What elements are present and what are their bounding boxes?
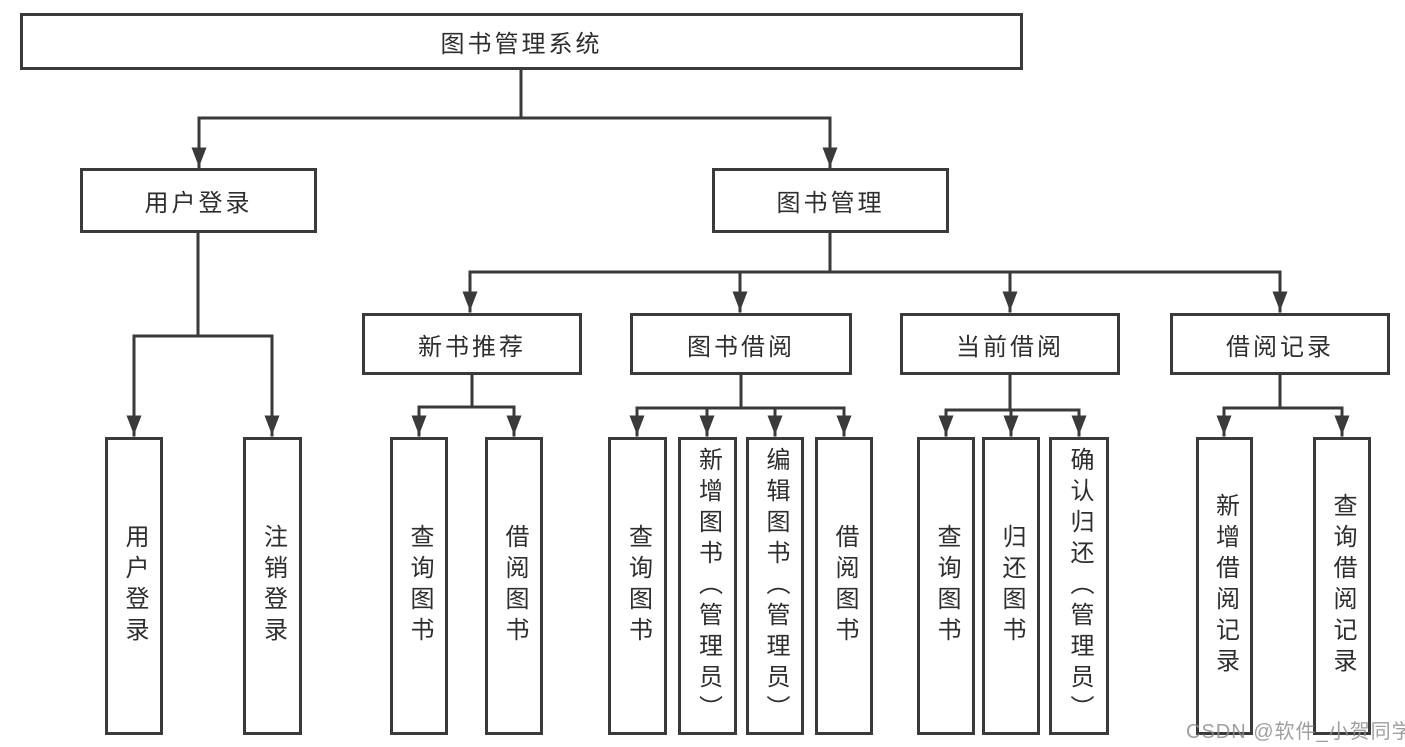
branch-current-borrowing bbox=[938, 373, 1087, 437]
node-current-borrowing: 当前借阅 bbox=[900, 313, 1120, 375]
node-label: 用户登录 bbox=[121, 524, 148, 648]
branch-user-login bbox=[126, 231, 280, 437]
node-label: 确认归还（管理员） bbox=[1066, 446, 1093, 726]
node-label: 注销登录 bbox=[259, 524, 287, 648]
node-label: 新增图书（管理员） bbox=[694, 446, 722, 726]
csdn-watermark: CSDN @软件_小贺同学 bbox=[1186, 721, 1405, 743]
leaf-borrow-books-recommend: 借阅图书 bbox=[485, 437, 543, 735]
node-label: 当前借阅 bbox=[956, 333, 1064, 361]
node-label: 借阅图书 bbox=[831, 524, 858, 648]
node-label: 图书借阅 bbox=[687, 333, 795, 361]
node-user-login: 用户登录 bbox=[80, 168, 317, 233]
leaf-borrow-books: 借阅图书 bbox=[815, 437, 873, 735]
branch-book-management bbox=[462, 231, 1288, 313]
leaf-query-books-current: 查询图书 bbox=[917, 437, 975, 735]
leaf-confirm-return-admin: 确认归还（管理员） bbox=[1049, 437, 1109, 735]
leaf-logout: 注销登录 bbox=[243, 437, 302, 735]
node-label: 用户登录 bbox=[144, 190, 253, 217]
node-label: 借阅图书 bbox=[501, 524, 528, 648]
node-label: 图书管理系统 bbox=[440, 31, 603, 58]
branch-root bbox=[191, 68, 838, 169]
node-label: 查询图书 bbox=[624, 524, 652, 648]
leaf-query-borrow-record: 查询借阅记录 bbox=[1313, 437, 1371, 735]
node-book-management: 图书管理 bbox=[712, 168, 949, 233]
branch-new-books bbox=[411, 373, 522, 437]
leaf-edit-book-admin: 编辑图书（管理员） bbox=[746, 437, 804, 735]
node-library-system: 图书管理系统 bbox=[20, 13, 1023, 70]
leaf-add-borrow-record: 新增借阅记录 bbox=[1196, 437, 1253, 735]
branch-borrowing-records bbox=[1216, 373, 1350, 437]
leaf-query-books-borrowing: 查询图书 bbox=[608, 437, 667, 735]
node-label: 查询图书 bbox=[933, 524, 960, 648]
node-label: 归还图书 bbox=[998, 524, 1025, 648]
node-borrowing-records: 借阅记录 bbox=[1170, 313, 1390, 375]
node-new-book-recommend: 新书推荐 bbox=[362, 313, 582, 375]
leaf-return-books: 归还图书 bbox=[982, 437, 1040, 735]
leaf-user-login: 用户登录 bbox=[105, 437, 163, 735]
leaf-query-books-recommend: 查询图书 bbox=[390, 437, 448, 735]
leaf-add-book-admin: 新增图书（管理员） bbox=[678, 437, 737, 735]
node-label: 编辑图书（管理员） bbox=[762, 446, 789, 726]
node-label: 查询借阅记录 bbox=[1329, 493, 1356, 679]
branch-book-borrowing bbox=[629, 373, 852, 437]
node-label: 图书管理 bbox=[776, 190, 885, 217]
node-label: 新书推荐 bbox=[418, 333, 526, 361]
node-label: 借阅记录 bbox=[1226, 333, 1334, 361]
node-book-borrowing: 图书借阅 bbox=[630, 313, 852, 375]
node-label: 查询图书 bbox=[406, 524, 433, 648]
node-label: 新增借阅记录 bbox=[1211, 493, 1239, 679]
